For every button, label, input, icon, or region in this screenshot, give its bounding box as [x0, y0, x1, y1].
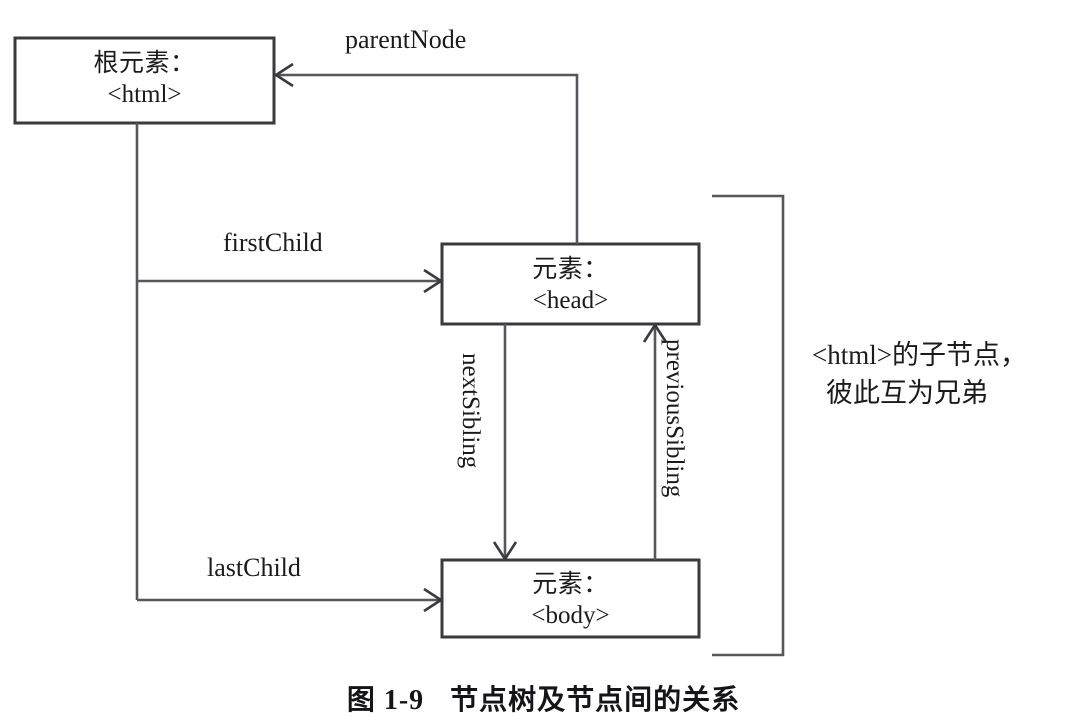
node-box-html[interactable]	[13, 36, 276, 125]
arrowhead-first-child	[423, 268, 444, 294]
connector-parent-node	[277, 73, 579, 244]
figure-caption-title: 节点树及节点间的关系	[450, 685, 741, 716]
edge-label-last-child: lastChild	[207, 553, 301, 582]
node-box-head[interactable]	[440, 242, 701, 326]
edge-label-parent-node: parentNode	[345, 25, 467, 54]
sibling-group-annotation-line2: 彼此互为兄弟	[826, 378, 988, 409]
arrowhead-next-sibling	[492, 541, 518, 562]
node-box-body[interactable]	[440, 558, 701, 639]
edge-label-next-sibling: nextSibling	[457, 353, 484, 469]
figure-caption-number: 图 1-9	[346, 685, 425, 716]
edge-label-previous-sibling: previousSibling	[661, 339, 688, 498]
sibling-group-annotation-line1: <html>的子节点，	[812, 340, 1027, 370]
edge-label-first-child: firstChild	[223, 228, 323, 257]
arrowhead-parent-node	[273, 62, 294, 88]
arrowhead-previous-sibling	[642, 322, 668, 343]
figure-caption: 图 1-9 节点树及节点间的关系	[0, 678, 1087, 718]
arrowhead-last-child	[423, 587, 444, 613]
sibling-group-annotation: <html>的子节点， 彼此互为兄弟	[812, 336, 1027, 413]
sibling-group-bracket	[712, 194, 785, 657]
